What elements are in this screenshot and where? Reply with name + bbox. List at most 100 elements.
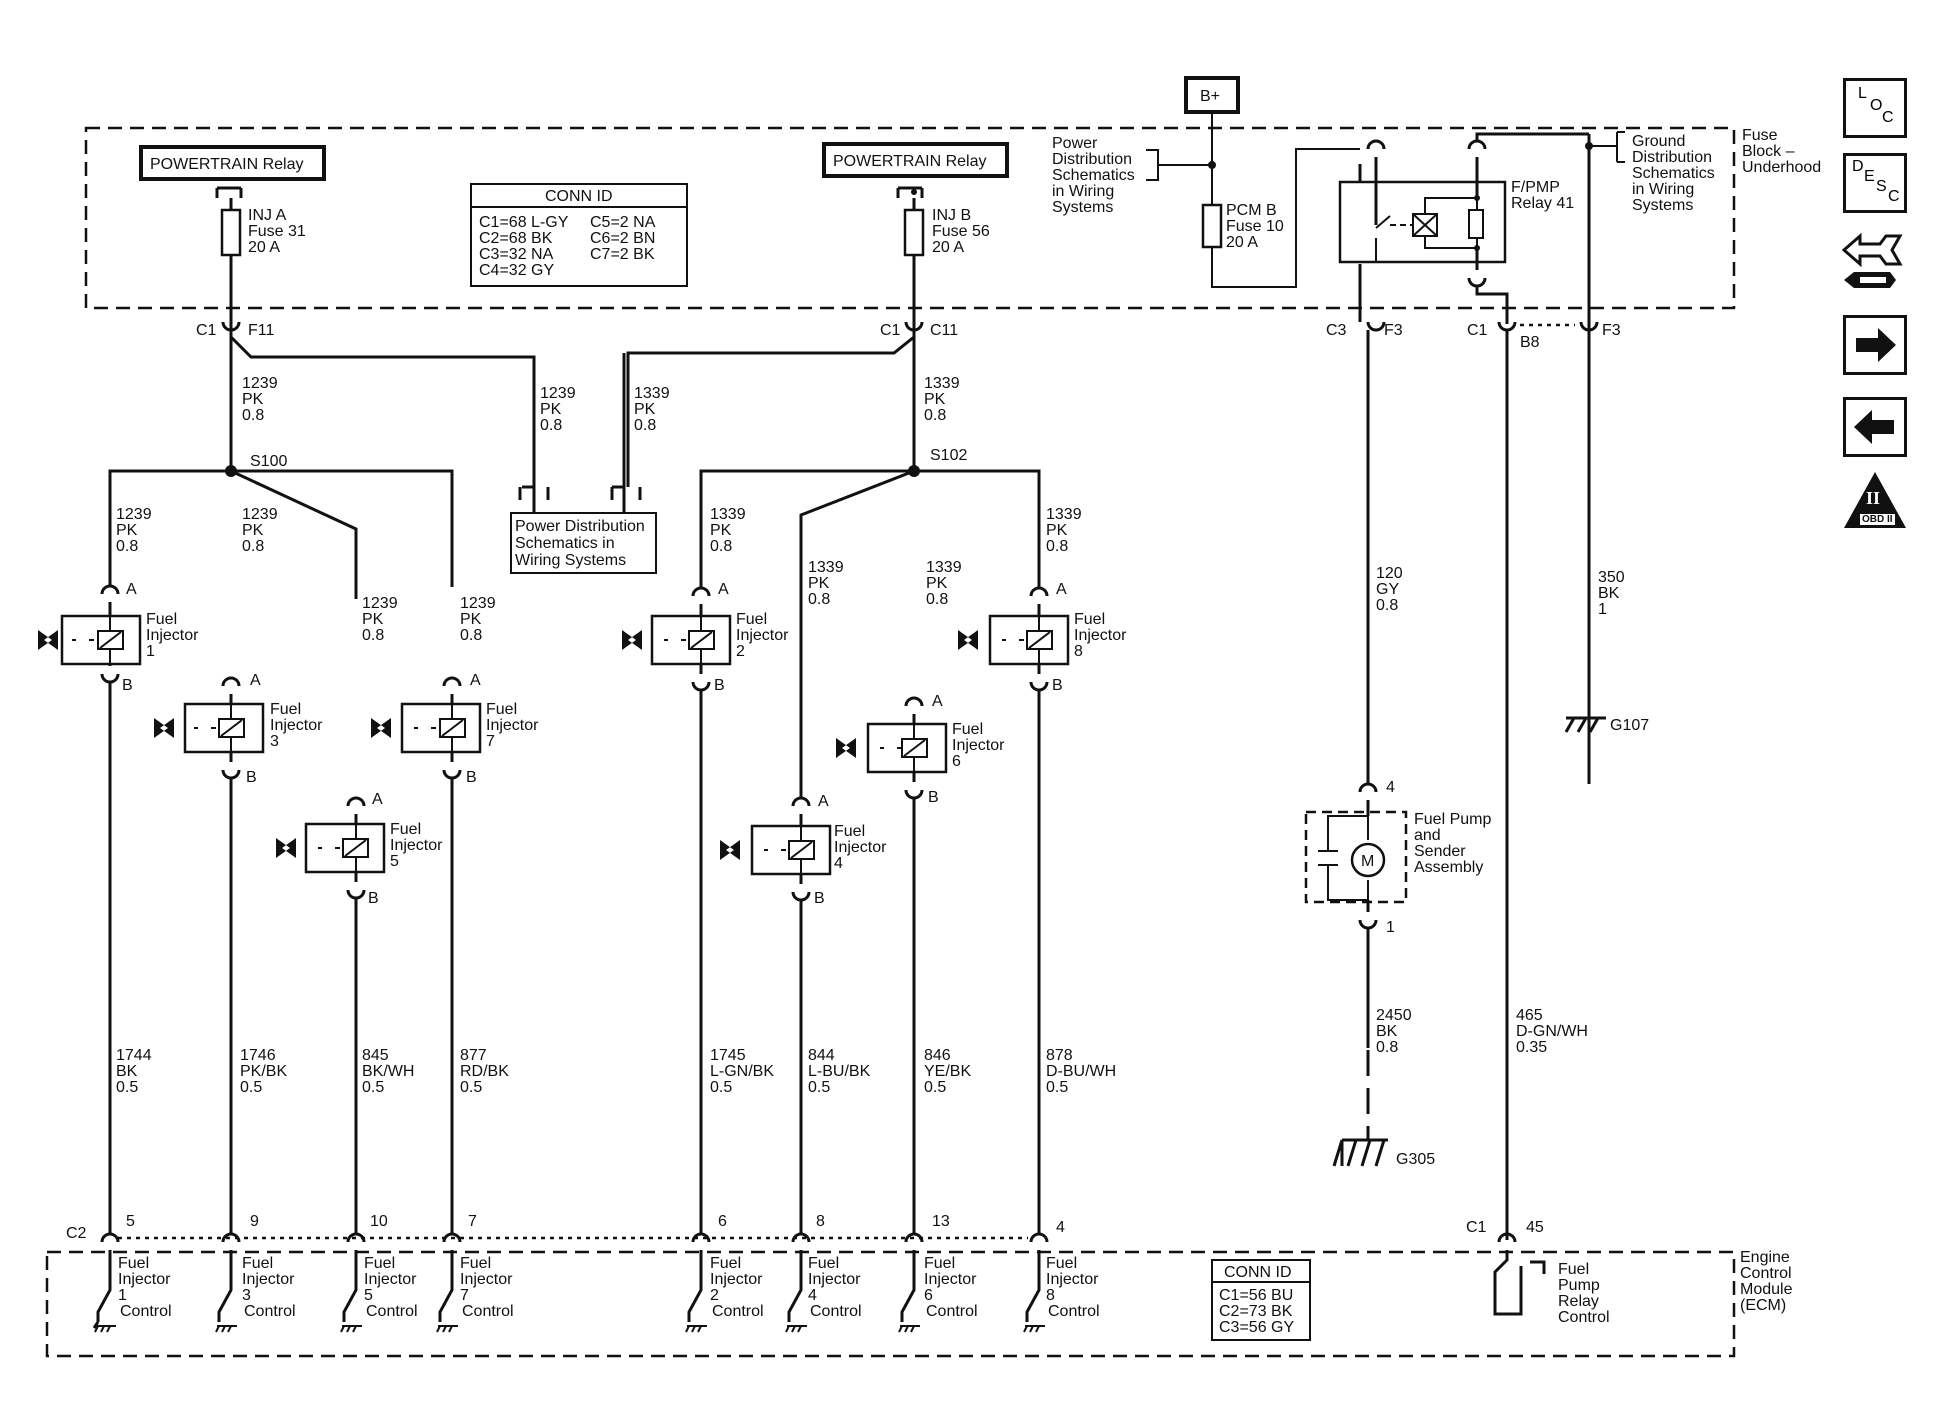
svg-text:6: 6 <box>924 1287 933 1304</box>
ground-g107-icon: G107 <box>1564 716 1649 734</box>
svg-text:20 A: 20 A <box>932 239 964 256</box>
svg-text:C1=68 L-GY: C1=68 L-GY <box>479 214 569 231</box>
svg-text:Fuel: Fuel <box>486 701 517 718</box>
conn-id-table-bottom: CONN ID C1=56 BU C2=73 BK C3=56 GY <box>1211 1259 1311 1341</box>
svg-text:PK: PK <box>116 522 138 539</box>
svg-text:Injector: Injector <box>364 1271 417 1288</box>
svg-text:C3=56 GY: C3=56 GY <box>1219 1319 1294 1336</box>
svg-text:(ECM): (ECM) <box>1740 1297 1786 1314</box>
svg-text:0.8: 0.8 <box>1046 538 1068 555</box>
fuel-pump-assembly: M 4 1 Fuel Pump and Sender Assembly <box>1304 779 1491 936</box>
fuel-injector-1: A B Fuel Injector 1 <box>38 581 199 694</box>
wire-1339-main: 1339 PK 0.8 <box>924 375 960 424</box>
ecm-connector-pins: 5 9 10 7 6 8 13 4 <box>100 1213 1065 1243</box>
wire-1339-pd: 1339 PK 0.8 <box>634 385 670 434</box>
svg-text:Relay: Relay <box>1558 1293 1599 1310</box>
nav-prev-button[interactable] <box>1843 397 1907 457</box>
svg-text:Control: Control <box>120 1303 172 1320</box>
svg-text:BK: BK <box>1598 585 1620 602</box>
nav-connector-icon[interactable] <box>1840 228 1906 298</box>
svg-text:Control: Control <box>1558 1309 1610 1326</box>
svg-text:Injector: Injector <box>486 717 539 734</box>
svg-text:INJ A: INJ A <box>248 207 287 224</box>
fuse-inj-a <box>220 208 242 257</box>
powertrain-relay-right-label: POWERTRAIN Relay <box>833 153 987 170</box>
svg-text:Fuel: Fuel <box>1074 611 1105 628</box>
svg-text:Distribution: Distribution <box>1052 151 1132 168</box>
arrow-right-icon <box>1856 328 1896 362</box>
svg-text:Fuel: Fuel <box>118 1255 149 1272</box>
svg-text:Fuse 56: Fuse 56 <box>932 223 990 240</box>
fuel-injector-8: A B Fuel Injector 8 <box>958 581 1127 694</box>
svg-text:7: 7 <box>486 733 495 750</box>
svg-text:1339: 1339 <box>634 385 670 402</box>
svg-text:0.5: 0.5 <box>116 1079 138 1096</box>
svg-text:C11: C11 <box>930 322 958 339</box>
svg-text:A: A <box>126 581 137 598</box>
svg-text:7: 7 <box>468 1213 477 1230</box>
svg-text:45: 45 <box>1526 1219 1544 1236</box>
nav-obd-button[interactable]: II OBD II <box>1842 470 1908 532</box>
svg-text:Engine: Engine <box>1740 1249 1790 1266</box>
svg-text:20 A: 20 A <box>248 239 280 256</box>
svg-text:Underhood: Underhood <box>1742 159 1821 176</box>
svg-text:Control: Control <box>1740 1265 1792 1282</box>
svg-text:B: B <box>814 890 825 907</box>
svg-text:0.5: 0.5 <box>240 1079 262 1096</box>
svg-text:0.8: 0.8 <box>116 538 138 555</box>
wire-350: 350 BK 1 <box>1598 569 1625 618</box>
svg-text:Schematics in: Schematics in <box>515 535 615 552</box>
svg-text:PK: PK <box>1046 522 1068 539</box>
wire-inj1-top: 1239 PK 0.8 <box>116 506 152 555</box>
svg-text:Pump: Pump <box>1558 1277 1600 1294</box>
nav-loc-button[interactable]: L O C <box>1843 78 1907 138</box>
nav-next-button[interactable] <box>1843 315 1907 375</box>
svg-text:1744: 1744 <box>116 1047 152 1064</box>
svg-text:Injector: Injector <box>146 627 199 644</box>
svg-text:YE/BK: YE/BK <box>924 1063 971 1080</box>
svg-text:1746: 1746 <box>240 1047 276 1064</box>
svg-text:845: 845 <box>362 1047 389 1064</box>
wire-465: 465 D-GN/WH 0.35 <box>1516 1007 1588 1056</box>
svg-text:PK: PK <box>540 401 562 418</box>
svg-text:Control: Control <box>810 1303 862 1320</box>
svg-text:0.8: 0.8 <box>1376 1039 1398 1056</box>
svg-text:0.5: 0.5 <box>924 1079 946 1096</box>
svg-text:Wiring Systems: Wiring Systems <box>515 552 626 569</box>
wire-846: 846 YE/BK 0.5 <box>924 1047 971 1096</box>
svg-text:F11: F11 <box>248 322 274 339</box>
svg-text:B: B <box>122 677 133 694</box>
svg-text:0.8: 0.8 <box>1376 597 1398 614</box>
svg-text:B: B <box>466 769 477 786</box>
wire-inj2-top: 1339 PK 0.8 <box>710 506 746 555</box>
nav-desc-button[interactable]: D E S C <box>1843 153 1907 213</box>
loc-letter-o: O <box>1870 97 1883 114</box>
desc-letter-c: C <box>1888 188 1900 205</box>
svg-text:120: 120 <box>1376 565 1403 582</box>
ground-dist-ref: Ground Distribution Schematics in Wiring… <box>1632 133 1715 214</box>
svg-text:Ground: Ground <box>1632 133 1685 150</box>
svg-text:Fuel: Fuel <box>834 823 865 840</box>
svg-text:Fuel: Fuel <box>808 1255 839 1272</box>
svg-text:B: B <box>368 890 379 907</box>
wire-1239-main: 1239 PK 0.8 <box>242 375 278 424</box>
svg-text:7: 7 <box>460 1287 469 1304</box>
svg-text:0.8: 0.8 <box>808 591 830 608</box>
svg-text:D-BU/WH: D-BU/WH <box>1046 1063 1116 1080</box>
svg-text:4: 4 <box>1056 1219 1065 1236</box>
svg-text:PK: PK <box>924 391 946 408</box>
wire-877: 877 RD/BK 0.5 <box>460 1047 509 1096</box>
svg-text:9: 9 <box>250 1213 259 1230</box>
svg-text:A: A <box>1056 581 1067 598</box>
svg-text:0.8: 0.8 <box>710 538 732 555</box>
svg-text:Fuel Pump: Fuel Pump <box>1414 811 1491 828</box>
svg-text:Schematics: Schematics <box>1052 167 1135 184</box>
wire-inj4-top: 1339 PK 0.8 <box>808 559 844 608</box>
svg-text:Injector: Injector <box>390 837 443 854</box>
svg-text:L-BU/BK: L-BU/BK <box>808 1063 871 1080</box>
connector-c1-c11: C1 C11 <box>880 321 958 339</box>
ecm-label: Engine Control Module (ECM) <box>1740 1249 1793 1314</box>
svg-text:C1: C1 <box>1466 1219 1487 1236</box>
svg-text:8: 8 <box>1074 643 1083 660</box>
